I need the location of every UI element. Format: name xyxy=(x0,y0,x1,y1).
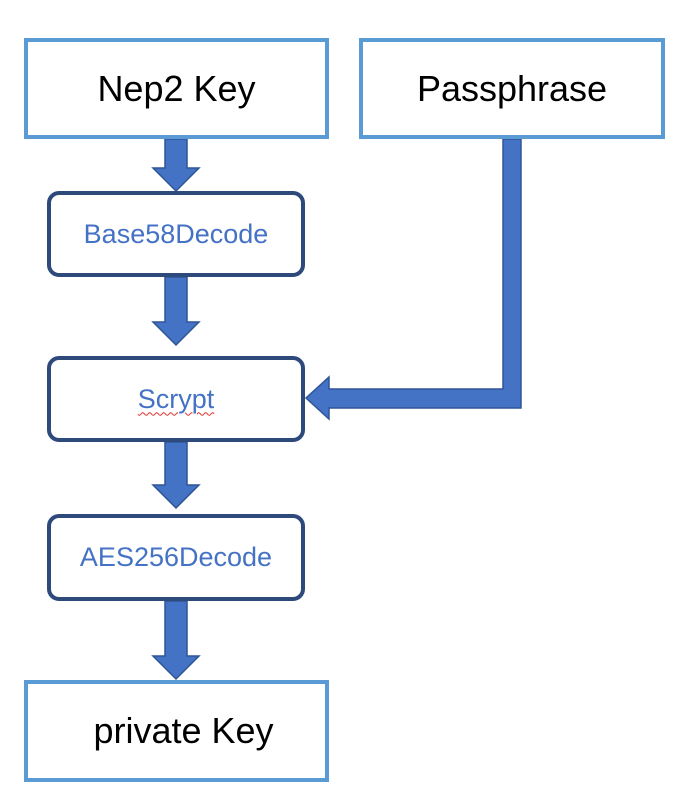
scrypt-box: Scrypt xyxy=(47,356,305,442)
arrow-base58-to-scrypt xyxy=(151,276,201,347)
arrow-nep2-to-base58 xyxy=(151,138,201,193)
private-key-box: private Key xyxy=(24,680,329,782)
passphrase-label: Passphrase xyxy=(416,67,608,109)
nep2-key-box: Nep2 Key xyxy=(24,38,329,139)
passphrase-box: Passphrase xyxy=(359,38,665,139)
arrow-aes-to-private xyxy=(151,600,201,681)
aes256-decode-label: AES256Decode xyxy=(79,542,273,572)
aes256-decode-box: AES256Decode xyxy=(47,514,305,601)
base58-decode-label: Base58Decode xyxy=(83,218,269,249)
base58-decode-box: Base58Decode xyxy=(47,191,305,277)
arrow-scrypt-to-aes xyxy=(151,441,201,510)
private-key-label: private Key xyxy=(93,710,274,751)
scrypt-label: Scrypt xyxy=(137,383,215,414)
arrow-passphrase-to-scrypt xyxy=(304,138,522,421)
nep2-key-label: Nep2 Key xyxy=(97,67,256,109)
